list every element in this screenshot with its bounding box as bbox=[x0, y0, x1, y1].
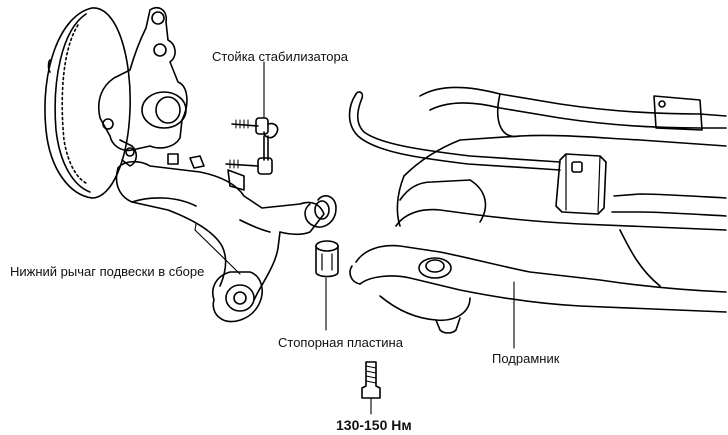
torque-label: 130-150 Нм bbox=[336, 417, 412, 433]
subframe-part bbox=[349, 86, 727, 334]
lower-arm bbox=[115, 160, 337, 323]
stabilizer-link-label: Стойка стабилизатора bbox=[212, 49, 348, 64]
brake-disc bbox=[44, 7, 131, 199]
retaining-plate-part bbox=[315, 240, 339, 278]
leader-lines bbox=[194, 61, 515, 415]
bolt bbox=[361, 361, 381, 399]
lower-arm-label: Нижний рычаг подвески в сборе bbox=[10, 264, 205, 279]
retaining-plate-label: Стопорная пластина bbox=[278, 335, 403, 350]
leader-lower-arm bbox=[194, 223, 241, 275]
stabilizer-bar bbox=[348, 91, 561, 171]
subframe-label: Подрамник bbox=[492, 351, 560, 366]
steering-knuckle bbox=[98, 6, 188, 167]
stabilizer-link bbox=[167, 117, 279, 175]
